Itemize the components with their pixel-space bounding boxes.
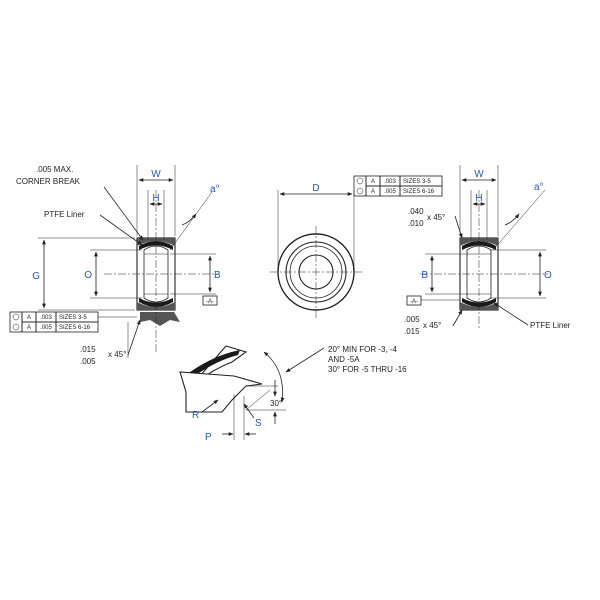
angle-30: 30° (270, 399, 282, 408)
chamfer-bot-1: .005 (404, 315, 420, 324)
dim-h-left: H (152, 193, 159, 204)
dim-a-left: a° (210, 184, 220, 195)
corner-break-line1: .005 MAX. (36, 165, 73, 174)
svg-text:.005: .005 (384, 189, 396, 195)
datum-a-box-left (202, 295, 218, 306)
chamfer-top-1: .040 (408, 207, 424, 216)
svg-text:SIZES 6-16: SIZES 6-16 (59, 325, 91, 331)
stake-lip (140, 312, 180, 326)
center-front-view: D A .003 SIZES 3-5 A .005 SIZES 6-16 (270, 175, 443, 318)
ball-left (143, 245, 169, 303)
dim-w-left: W (151, 169, 161, 180)
tolerance-frame-center: A .003 SIZES 3-5 A .005 SIZES 6-16 (353, 175, 443, 197)
dim-a-right: a° (534, 182, 544, 193)
corner-break-line2: CORNER BREAK (16, 177, 81, 186)
datum-a-left: -A- (206, 299, 214, 305)
svg-text:A: A (27, 315, 31, 321)
tolerance-frame-left: A .003 SIZES 3-5 A .005 SIZES 6-16 (9, 311, 137, 333)
dim-s: S (255, 418, 262, 429)
detail-liner (182, 350, 240, 384)
svg-text:SIZES 6-16: SIZES 6-16 (403, 189, 435, 195)
dim-o-right: O (544, 270, 552, 281)
svg-text:A: A (27, 325, 31, 331)
race-hatch-bottom (137, 302, 175, 310)
ptfe-liner-label-left: PTFE Liner (44, 210, 85, 219)
chamfer-left-2: .005 (80, 357, 96, 366)
ptfe-liner-top (139, 241, 173, 250)
dim-o-left: O (84, 270, 92, 281)
dim-w-right: W (474, 169, 484, 180)
angle-note-2: AND -5A (328, 355, 360, 364)
svg-text:SIZES 3-5: SIZES 3-5 (59, 315, 87, 321)
svg-text:A: A (371, 179, 375, 185)
ptfe-liner-label-right: PTFE Liner (530, 321, 571, 330)
svg-text:A: A (371, 189, 375, 195)
dim-b-left: B (214, 270, 221, 281)
chamfer-bot-3: x 45° (423, 321, 441, 330)
detail-ball (179, 371, 263, 413)
left-section-view: W H a° .005 MAX. CORNER BREAK PTFE Liner… (9, 165, 221, 366)
chamfer-top-2: .010 (408, 219, 424, 228)
right-section-view: W H a° B O -A- .040 .010 x 45° .005 .015… (404, 165, 571, 336)
stake-detail-view: P R S 30° 20° MIN FOR -3, -4 AND -5A 30°… (179, 345, 407, 443)
svg-text:.005: .005 (40, 325, 52, 331)
dim-r: R (192, 410, 199, 421)
angle-note-3: 30° FOR -5 THRU -16 (328, 365, 407, 374)
dim-p: P (205, 432, 212, 443)
chamfer-left-3: x 45° (108, 350, 126, 359)
angle-note-1: 20° MIN FOR -3, -4 (328, 345, 398, 354)
dim-d: D (312, 183, 319, 194)
dim-h-right: H (475, 193, 482, 204)
datum-a-right: -A- (410, 299, 418, 305)
ptfe-liner-right-top (462, 241, 496, 250)
dim-b-right: B (421, 270, 428, 281)
dim-g: G (32, 271, 40, 282)
race-hatch-top (137, 238, 175, 246)
chamfer-bot-2: .015 (404, 327, 420, 336)
svg-text:.003: .003 (384, 179, 396, 185)
svg-text:.003: .003 (40, 315, 52, 321)
chamfer-left-1: .015 (80, 345, 96, 354)
svg-text:SIZES 3-5: SIZES 3-5 (403, 179, 431, 185)
chamfer-top-3: x 45° (427, 213, 445, 222)
